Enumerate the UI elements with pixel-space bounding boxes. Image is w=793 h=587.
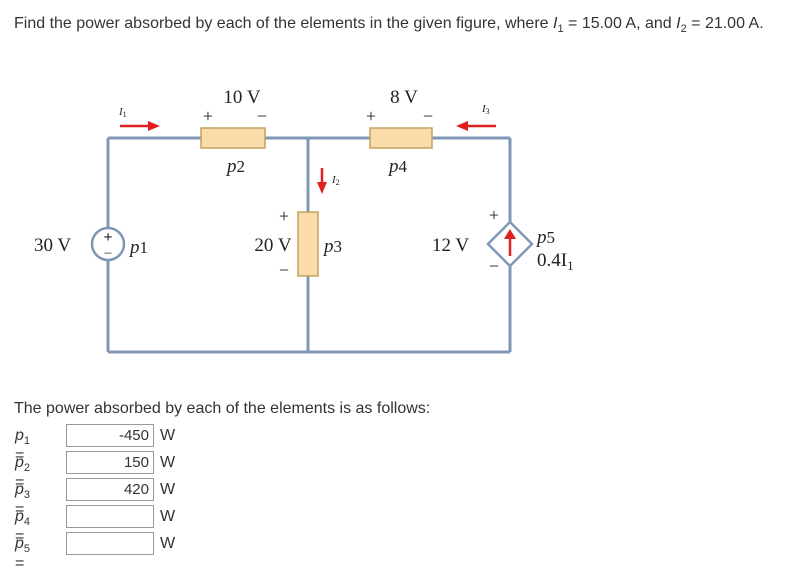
- element-4-minus: −: [423, 106, 433, 126]
- dependent-source-diamond: [486, 220, 534, 268]
- answer-label-p3: p3 =: [15, 481, 31, 519]
- element-3-box: [297, 211, 319, 277]
- circuit-diagram: + − 10 V + − p2 8 V + − p4 + 20 V − p3 I…: [34, 87, 574, 354]
- element-4-box: [369, 127, 433, 149]
- element-4-plus: +: [366, 106, 376, 126]
- source-30v-minus: −: [104, 246, 112, 262]
- dependent-source-power: p5: [535, 227, 555, 248]
- current-arrow-i3: [456, 121, 496, 131]
- answer-intro: The power absorbed by each of the elemen…: [14, 400, 431, 417]
- element-2-power: p2: [225, 156, 245, 177]
- current-i3-label: I3: [481, 103, 490, 116]
- element-3-plus: +: [279, 206, 289, 226]
- answer-input-p4[interactable]: [66, 505, 154, 528]
- question-text: Find the power absorbed by each of the e…: [14, 12, 784, 41]
- answer-label-p5: p5 =: [15, 535, 31, 573]
- answer-input-p1[interactable]: [66, 424, 154, 447]
- dependent-source-voltage: 12 V: [432, 235, 469, 256]
- element-2-box: [200, 127, 266, 149]
- source-30v-circle: + −: [90, 226, 126, 262]
- answer-input-p2[interactable]: [66, 451, 154, 474]
- var-i2: I: [676, 15, 681, 32]
- var-i2-sub: 2: [680, 23, 687, 36]
- answer-unit-p2: W: [160, 454, 176, 471]
- source-30v-voltage: 30 V: [34, 235, 71, 256]
- dependent-source-gain: 0.4I1: [537, 250, 574, 273]
- wires: [106, 136, 512, 354]
- dependent-source-minus: −: [489, 256, 499, 276]
- current-arrow-i1: [120, 121, 160, 131]
- question-intro: Find the power absorbed by each of the e…: [14, 15, 553, 32]
- element-2-voltage: 10 V: [223, 87, 260, 108]
- dependent-source-plus: +: [489, 205, 499, 225]
- current-i2-label: I2: [331, 174, 340, 187]
- i2-value: = 21.00 A.: [686, 15, 764, 32]
- answer-unit-p5: W: [160, 535, 176, 552]
- element-3-voltage: 20 V: [254, 235, 291, 256]
- element-2-plus: +: [203, 106, 213, 126]
- current-i1-label: I1: [118, 106, 127, 119]
- answer-unit-p1: W: [160, 427, 176, 444]
- var-i1-sub: 1: [557, 23, 564, 36]
- answer-label-p2: p2 =: [15, 454, 31, 492]
- element-4-voltage: 8 V: [390, 87, 418, 108]
- element-4-power: p4: [387, 156, 408, 177]
- element-3-minus: −: [279, 260, 289, 280]
- answer-label-p1: p1 =: [15, 427, 31, 465]
- element-3-power: p3: [322, 236, 342, 257]
- source-30v-power: p1: [128, 237, 148, 258]
- answer-unit-p4: W: [160, 508, 176, 525]
- i1-value: = 15.00 A, and: [563, 15, 677, 32]
- current-arrow-i2: [317, 168, 327, 194]
- answer-input-p3[interactable]: [66, 478, 154, 501]
- answer-input-p5[interactable]: [66, 532, 154, 555]
- answer-unit-p3: W: [160, 481, 176, 498]
- element-2-minus: −: [257, 106, 267, 126]
- var-i1: I: [553, 15, 558, 32]
- answer-label-p4: p4 =: [15, 508, 31, 546]
- source-30v-plus: +: [103, 229, 112, 246]
